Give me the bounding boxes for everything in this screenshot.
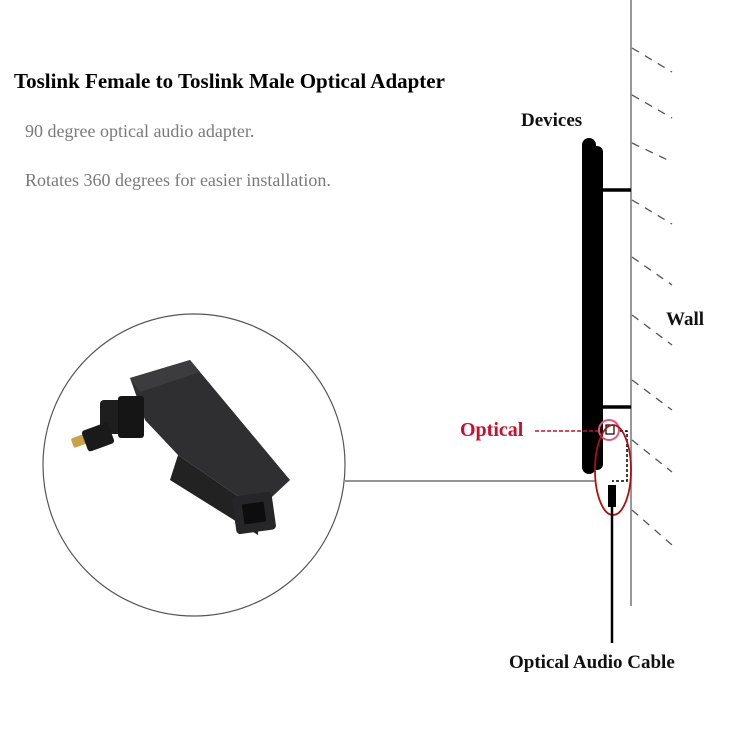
feature-1: 90 degree optical audio adapter.	[25, 121, 255, 141]
cable-label: Optical Audio Cable	[509, 652, 675, 673]
page-title: Toslink Female to Toslink Male Optical A…	[14, 69, 445, 93]
devices-label: Devices	[521, 110, 583, 131]
device-icon	[582, 138, 631, 474]
product-photo	[42, 313, 346, 617]
wall-hatch-icon	[631, 47, 673, 546]
feature-2: Rotates 360 degrees for easier installat…	[25, 170, 331, 190]
optical-label: Optical	[460, 419, 524, 441]
wall-label: Wall	[666, 309, 705, 330]
optical-port-icon	[535, 419, 632, 643]
